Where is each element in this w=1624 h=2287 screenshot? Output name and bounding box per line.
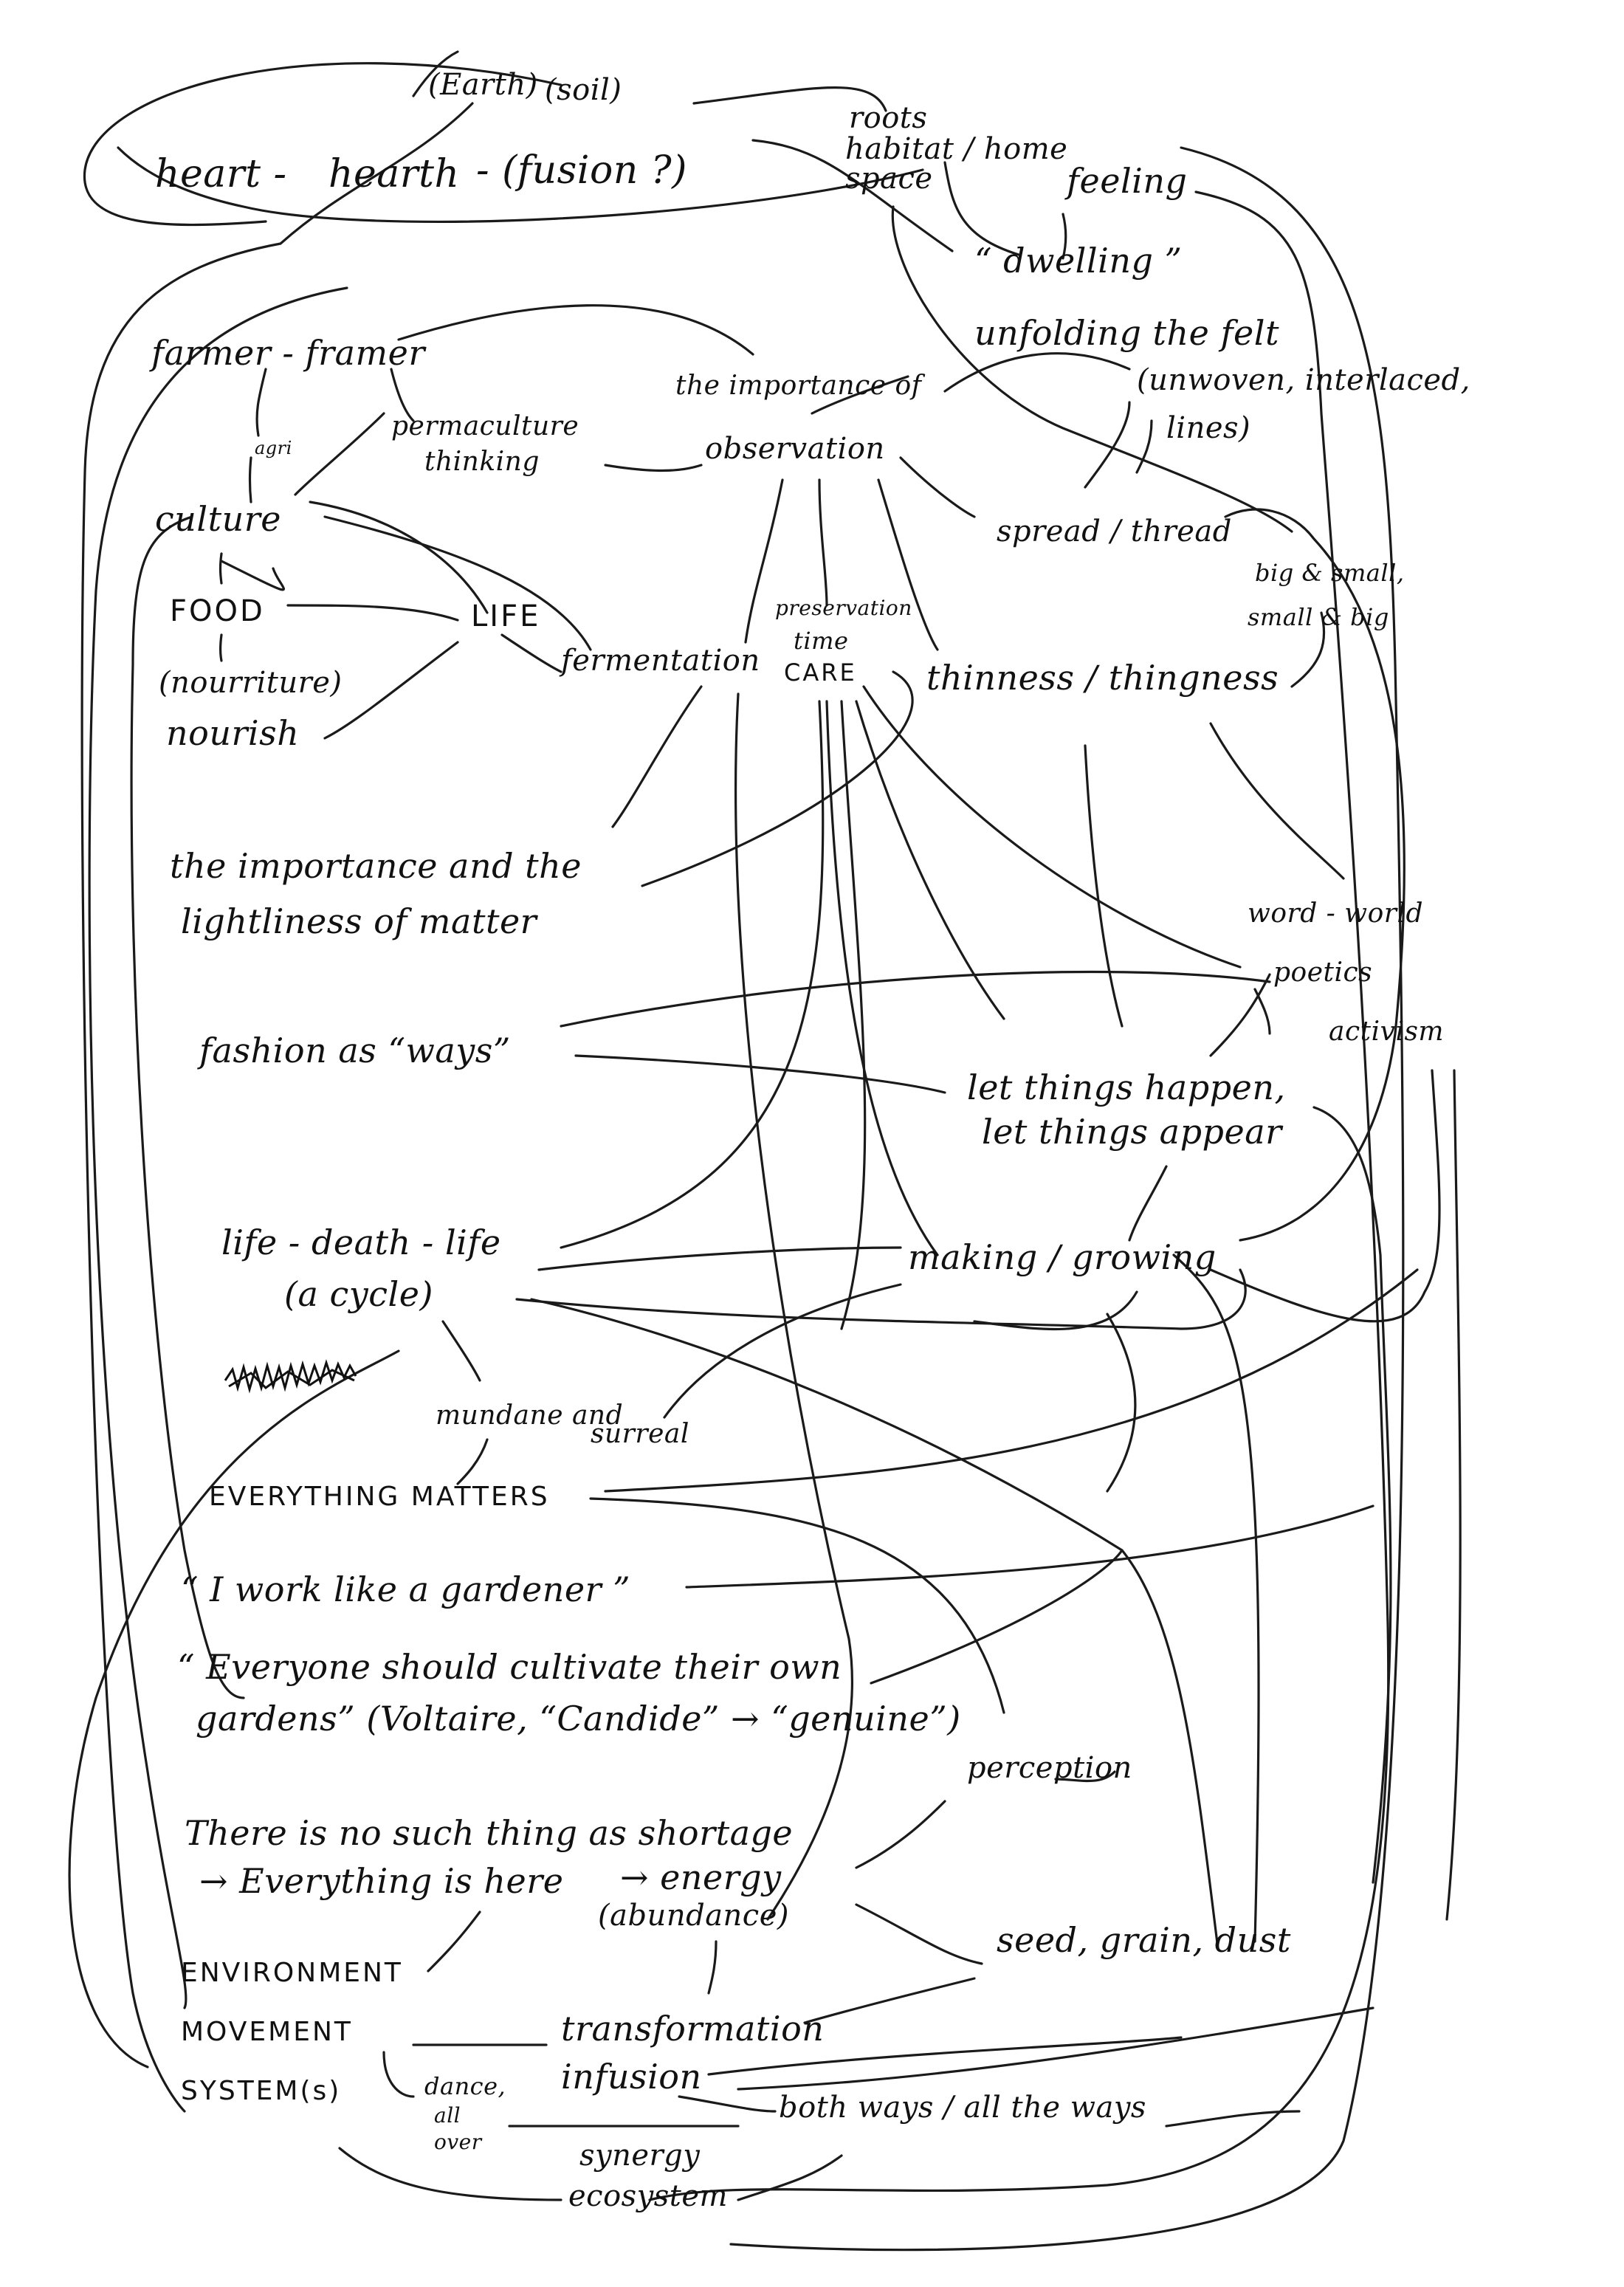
node-care: CARE: [784, 658, 857, 687]
connector-lines: [68, 50, 1462, 2252]
node-a-cycle: (a cycle): [284, 1274, 433, 1314]
node-farmer-framer: farmer - framer: [151, 333, 425, 373]
node-heart: heart -: [155, 152, 287, 196]
node-fermentation: fermentation: [561, 644, 760, 678]
node-roots: roots: [849, 101, 928, 135]
node-dwelling: “ dwelling ”: [974, 241, 1183, 281]
node-word-world: word - world: [1248, 898, 1424, 929]
node-making-growing: making / growing: [908, 1237, 1217, 1277]
node-space: space: [845, 162, 933, 196]
node-cultivate-quote: “ Everyone should cultivate their own: [177, 1647, 842, 1687]
node-transformation: transformation: [561, 2009, 825, 2049]
node-dance-all: all: [434, 2103, 461, 2128]
node-mundane-and: mundane and: [436, 1400, 624, 1431]
node-thinness-thingness: thinness / thingness: [926, 658, 1279, 698]
node-importance-and-the: the importance and the: [170, 846, 582, 886]
node-infusion: infusion: [561, 2057, 702, 2097]
node-hearth: hearth: [328, 152, 460, 196]
scribble-mark: [224, 1359, 357, 1394]
node-earth: (Earth): [428, 68, 538, 102]
node-no-shortage: There is no such thing as shortage: [185, 1813, 794, 1853]
node-let-things-happen: let things happen,: [967, 1067, 1286, 1107]
node-life-death-life: life - death - life: [221, 1222, 501, 1262]
node-unwoven: (unwoven, interlaced,: [1137, 363, 1470, 397]
node-let-things-appear: let things appear: [982, 1112, 1282, 1152]
node-everything-matters: EVERYTHING MATTERS: [209, 1482, 550, 1512]
node-fashion-as-ways: fashion as “ways”: [199, 1031, 511, 1070]
node-voltaire-candide: gardens” (Voltaire, “Candide” → “genuine…: [196, 1699, 961, 1739]
node-energy: → energy: [620, 1857, 782, 1897]
node-preservation: preservation: [775, 596, 912, 620]
node-habitat-home: habitat / home: [845, 132, 1068, 166]
node-spread-thread: spread / thread: [997, 515, 1232, 548]
node-both-ways: both ways / all the ways: [779, 2091, 1146, 2125]
node-activism: activism: [1329, 1017, 1445, 1047]
node-culture: culture: [155, 499, 281, 539]
node-permaculture: permaculture: [391, 411, 579, 441]
node-observation: observation: [705, 432, 885, 466]
node-nourish: nourish: [166, 713, 300, 753]
node-gardener-quote: “ I work like a gardener ”: [181, 1569, 631, 1609]
node-small-big: small & big: [1248, 603, 1389, 631]
node-dance: dance,: [424, 2072, 506, 2100]
node-movement: MOVEMENT: [181, 2017, 353, 2047]
node-ecosystem: ecosystem: [568, 2179, 728, 2213]
node-soil: (soil): [545, 73, 622, 107]
node-big-small: big & small,: [1255, 559, 1405, 587]
node-nourriture: (nourriture): [159, 666, 343, 700]
node-lightliness-of-matter: lightliness of matter: [181, 901, 537, 941]
node-agri: agri: [255, 438, 292, 458]
node-time: time: [794, 627, 849, 655]
node-surreal: surreal: [591, 1419, 689, 1449]
node-everything-is-here: → Everything is here: [199, 1861, 564, 1901]
node-life: LIFE: [471, 599, 541, 633]
node-unfolding: unfolding the felt: [974, 313, 1279, 353]
node-synergy: synergy: [579, 2139, 701, 2173]
node-environment: ENVIRONMENT: [181, 1958, 403, 1988]
node-poetics: poetics: [1273, 957, 1373, 988]
node-food: FOOD: [170, 594, 265, 628]
node-fusion: - (fusion ?): [476, 148, 687, 193]
node-abundance: (abundance): [598, 1899, 789, 1933]
node-systems: SYSTEM(s): [181, 2076, 342, 2106]
node-perception: perception: [967, 1751, 1132, 1785]
node-seed-grain-dust: seed, grain, dust: [997, 1920, 1291, 1960]
node-feeling: feeling: [1067, 161, 1188, 201]
node-importance-of: the importance of: [675, 371, 922, 401]
node-permaculture-thinking: thinking: [424, 447, 540, 477]
node-lines: lines): [1166, 411, 1251, 445]
node-dance-over: over: [434, 2130, 482, 2154]
